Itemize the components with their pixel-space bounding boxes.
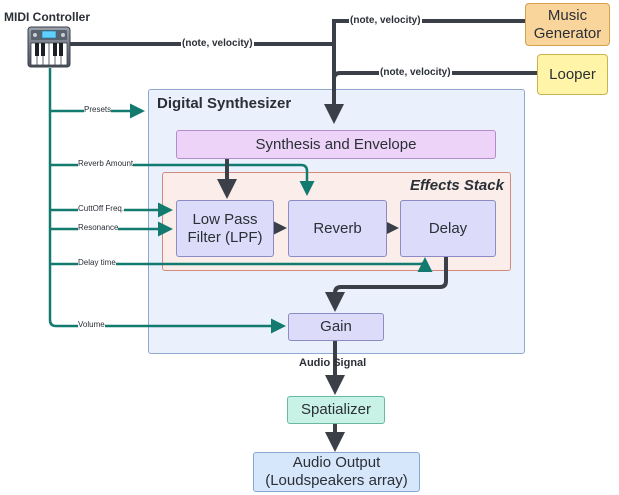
edge-label-delay-time: Delay time xyxy=(78,258,116,267)
edge-midi-vertical xyxy=(48,68,57,328)
audio-output-node: Audio Output (Loudspeakers array) xyxy=(253,452,420,492)
edge-label-reverb-amount: Reverb Amount xyxy=(78,159,134,168)
edge-reverb-amount xyxy=(50,163,315,196)
edge-music-generator-bus xyxy=(324,19,525,124)
gain-node: Gain xyxy=(288,313,384,341)
effects-stack-title: Effects Stack xyxy=(410,177,504,194)
synthesis-envelope-node: Synthesis and Envelope xyxy=(176,130,496,159)
midi-controller-label: MIDI Controller xyxy=(4,10,90,24)
edge-label-looper-note-velocity: (note, velocity) xyxy=(379,67,452,78)
edge-label-volume: Volume xyxy=(78,320,105,329)
delay-node: Delay xyxy=(400,200,496,257)
edge-label-presets: Presets xyxy=(84,105,112,114)
looper-node: Looper xyxy=(537,54,608,95)
edge-label-cutoff-freq: CuttOff Freq. xyxy=(78,204,125,213)
edge-label-resonance: Resonance xyxy=(78,223,119,232)
edge-label-music-note-velocity: (note, velocity) xyxy=(349,15,422,26)
edge-delay-to-gain xyxy=(325,257,448,312)
reverb-node: Reverb xyxy=(288,200,387,257)
music-generator-node: Music Generator xyxy=(525,3,610,46)
keyboard-icon xyxy=(27,26,71,68)
edge-label-audio-signal: Audio Signal xyxy=(299,357,367,369)
lpf-node: Low Pass Filter (LPF) xyxy=(176,200,274,257)
spatializer-node: Spatializer xyxy=(287,396,385,424)
edge-label-midi-note-velocity: (note, velocity) xyxy=(181,38,254,49)
edge-delay-time xyxy=(50,257,433,273)
digital-synthesizer-title: Digital Synthesizer xyxy=(157,95,292,112)
edge-looper-to-bus xyxy=(332,71,537,80)
